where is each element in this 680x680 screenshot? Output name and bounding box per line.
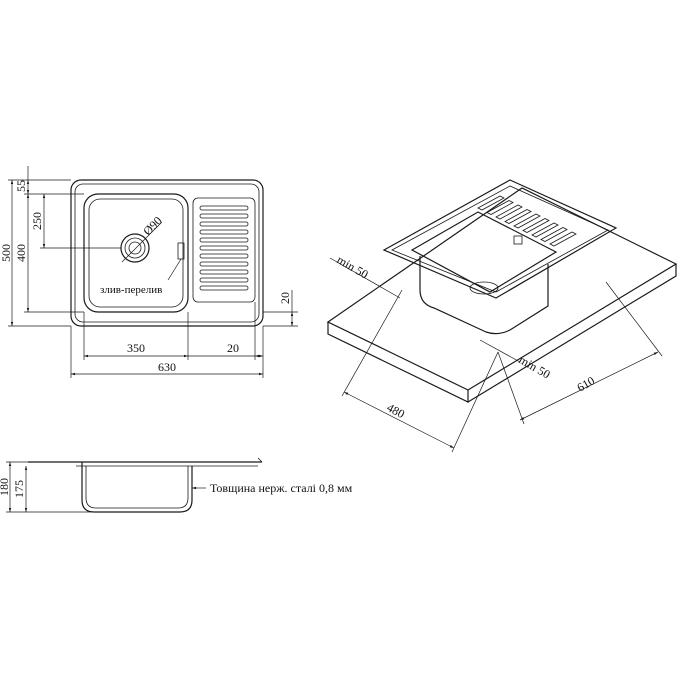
drainboard-ribs xyxy=(199,205,249,291)
dim-cabinet-depth-label: 480 xyxy=(385,400,407,421)
iso-drainboard-rib xyxy=(477,195,505,211)
ext-line xyxy=(605,281,663,357)
iso-view: min 50 480 min 50 610 xyxy=(326,179,678,453)
dim-min-left-line xyxy=(329,257,401,299)
drainboard-rib xyxy=(199,205,249,211)
drainboard-rib xyxy=(199,261,249,267)
drain-center xyxy=(128,241,142,255)
dim-right-offset-label: 20 xyxy=(227,341,239,355)
iso-drainboard-rib xyxy=(495,204,523,220)
top-view: 350 20 630 500 55 400 250 20 Ø90 злив-пе… xyxy=(0,166,298,378)
drainboard-rib xyxy=(199,285,249,291)
dim-min-left-label: min 50 xyxy=(335,252,371,281)
dim-overall-depth-label: 500 xyxy=(0,244,13,262)
bowl-profile xyxy=(81,462,193,513)
dim-top-offset-label: 55 xyxy=(14,180,28,192)
dim-total-height-label: 180 xyxy=(0,478,11,496)
drainboard-outline xyxy=(192,197,256,303)
iso-sink-rim-inner xyxy=(391,185,609,293)
dim-drain-offset-label: 250 xyxy=(30,212,44,230)
iso-drainboard-ribs xyxy=(477,195,577,247)
iso-drainboard-rib xyxy=(531,222,559,238)
dim-bowl-depth-label: 400 xyxy=(14,244,28,262)
dim-cabinet-width-line xyxy=(519,351,659,421)
drain-diameter-label: Ø90 xyxy=(140,214,165,239)
dim-bowl-width-label: 350 xyxy=(127,341,145,355)
iso-drainboard-rib xyxy=(540,227,568,242)
ext-line xyxy=(451,351,499,453)
sink-inner-rim xyxy=(74,183,260,323)
drainboard-rib xyxy=(199,213,249,219)
side-view: 180 175 Товщина нерж. сталі 0,8 мм xyxy=(0,457,353,513)
iso-drainboard-rib xyxy=(486,200,514,215)
iso-drainboard-rib xyxy=(549,231,577,247)
countertop-front-face xyxy=(327,322,469,403)
drainboard-rib xyxy=(199,269,249,275)
thickness-note: Товщина нерж. сталі 0,8 мм xyxy=(210,481,353,495)
iso-overflow xyxy=(513,235,523,245)
bowl-inner-profile xyxy=(85,466,189,509)
iso-bowl-top xyxy=(410,211,558,293)
dim-cabinet-depth-line xyxy=(343,391,455,449)
dim-min-bottom-line xyxy=(479,339,521,363)
dim-overall-width-label: 630 xyxy=(158,360,176,374)
overflow-leader xyxy=(167,258,182,281)
drain-inner-ring xyxy=(124,237,146,259)
bowl-inner-outline xyxy=(88,198,184,308)
dim-bowl-height-label: 175 xyxy=(12,480,26,498)
dim-min-bottom-label: min 50 xyxy=(517,352,553,381)
ext-line xyxy=(341,289,403,397)
dim-side-margin-label: 20 xyxy=(278,292,292,304)
iso-sink-rim xyxy=(382,179,618,299)
ext-line xyxy=(497,351,525,425)
drainboard-rib xyxy=(199,237,249,243)
rim-edge xyxy=(257,457,263,463)
iso-bowl-body xyxy=(419,256,549,335)
sink-outer-rim xyxy=(70,179,264,327)
drainboard-rib xyxy=(199,221,249,227)
drainboard-rib xyxy=(199,277,249,283)
drainboard-rib xyxy=(199,253,249,259)
drainboard-rib xyxy=(199,229,249,235)
drainboard-rib xyxy=(199,245,249,251)
iso-drain xyxy=(469,281,499,295)
iso-drainboard-rib xyxy=(522,218,550,233)
bowl-outline xyxy=(83,193,189,313)
iso-drainboard-rib xyxy=(513,213,541,229)
iso-drainboard-rib xyxy=(504,209,532,224)
drain-diameter-leader xyxy=(121,221,163,263)
overflow-label: злив-перелив xyxy=(100,284,162,296)
